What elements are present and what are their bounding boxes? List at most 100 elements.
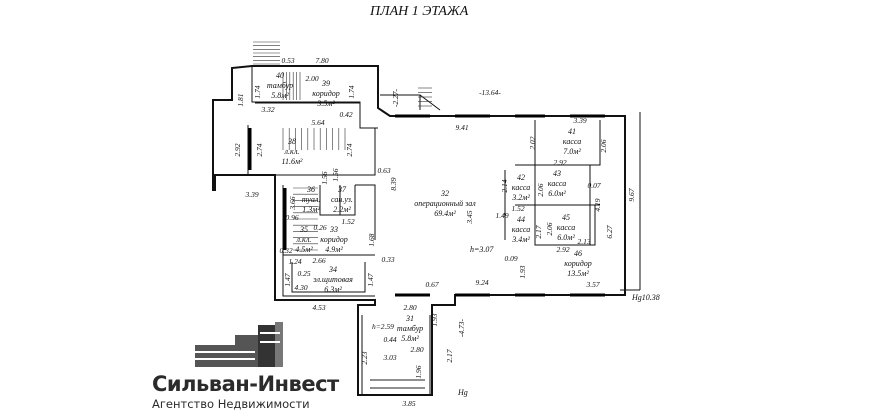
dimension-label: 0.32 [279, 246, 292, 255]
dimension: 7.80 [315, 56, 328, 65]
room-name: эл.щитовая [313, 275, 353, 284]
room-num: 42 [517, 173, 525, 182]
dimension: 4.30 [294, 283, 307, 292]
room-num: 31 [405, 314, 414, 323]
dimension: 1.47 [366, 273, 375, 286]
room-num: 43 [553, 169, 561, 178]
dimension: 2.13 [577, 237, 590, 246]
room-area: 3.4м² [511, 235, 530, 244]
dimension-label: 3.03 [382, 353, 396, 362]
dimension-label: 2.02 [528, 136, 537, 149]
dimension: 3.32 [260, 105, 274, 114]
dimension: 2.92 [553, 158, 566, 167]
dimension: 3.45 [465, 210, 474, 224]
dimension: 3.85 [401, 399, 415, 408]
dimension: -4.73- [457, 318, 466, 337]
dimension-label: 1.93 [518, 265, 527, 278]
dimension: 1.47 [283, 273, 292, 286]
dimension: 0.09 [504, 254, 517, 263]
dimension: 8.39 [389, 177, 398, 190]
dimension: 1.74 [253, 85, 262, 98]
dimension-label: 2.92 [556, 245, 569, 254]
room-name: касса [512, 183, 530, 192]
room-name: касса [512, 225, 530, 234]
dimension: 2.80 [410, 345, 423, 354]
room-num: 32 [440, 189, 449, 198]
dimension-label: 3.39 [572, 116, 586, 125]
dimension: 5.64 [311, 118, 324, 127]
room-name: касса [557, 223, 575, 232]
dimension-label: 0.63 [377, 166, 390, 175]
dimension-label: 2.17 [534, 225, 543, 238]
dimension: 2.06 [536, 183, 545, 196]
dimension: 1.56 [331, 168, 340, 181]
dimension: 2.23 [360, 351, 369, 364]
dimension: 0.44 [383, 335, 396, 344]
notes: h=3.07 h=2.59 Hg10.38 Hg [372, 245, 660, 397]
dimension: 4.19 [593, 198, 602, 211]
room-area: 4.5м² [295, 245, 313, 254]
room-area: 4.9м² [325, 245, 343, 254]
dimension-label: 1.47 [283, 273, 292, 286]
room-labels: 40тамбур5.8м²39коридор3.5м²38л.кл.11.6м²… [267, 71, 592, 343]
room-name: л.кл. [296, 235, 312, 244]
dimension-label: 2.14 [500, 179, 509, 192]
room-num: 46 [574, 249, 582, 258]
walls [212, 65, 641, 396]
dimension: 9.24 [475, 278, 488, 287]
dimension-label: -2.27- [391, 88, 400, 107]
dimension: 6.27 [605, 225, 614, 238]
dimension: 2.74 [345, 143, 354, 156]
dimension: 4.53 [312, 303, 325, 312]
dimension-label: 2.66 [312, 256, 325, 265]
dimension-label: 0.09 [504, 254, 517, 263]
dimension: 3.03 [382, 353, 396, 362]
room-name: тамбур [267, 81, 293, 90]
room-area: 7.0м² [563, 147, 581, 156]
dimension: 2.17 [445, 349, 454, 362]
room-area: 6.0м² [548, 189, 566, 198]
dimension: 0.25 [297, 269, 310, 278]
dimension: 1.52 [511, 204, 524, 213]
dimension-label: 2.06 [536, 183, 545, 196]
dimension-label: 1.93 [430, 313, 439, 326]
dimension-label: 1.74 [253, 85, 262, 98]
dimension: 2.66 [312, 256, 325, 265]
dimension-label: 1.52 [341, 217, 354, 226]
windows [248, 114, 605, 297]
dimension-label: 5.64 [311, 118, 324, 127]
room-area: 5.8м² [271, 91, 289, 100]
dimension: 1.68 [367, 233, 376, 246]
dimension-label: 1.56 [320, 171, 329, 184]
dimension-label: 0.42 [339, 110, 352, 119]
dimension: 0.96 [285, 213, 298, 222]
room-name: операционный зал [414, 199, 476, 208]
dimension-label: 9.67 [627, 188, 636, 201]
dimension-label: 1.68 [367, 233, 376, 246]
dimension-label: 3.57 [585, 280, 599, 289]
dimension-label: -13.64- [479, 88, 501, 97]
dimension-label: 2.74 [345, 143, 354, 156]
level-mark-right: Hg10.38 [631, 293, 660, 302]
dimension: 1.93 [518, 265, 527, 278]
room-name: касса [563, 137, 581, 146]
dimension-label: 0.26 [313, 223, 326, 232]
dimension: 0.67 [425, 280, 438, 289]
dimension-label: 1.47 [366, 273, 375, 286]
dimension: 1.24 [288, 257, 301, 266]
level-mark-bottom-label: Hg [457, 388, 468, 397]
dimension-label: 2.92 [233, 143, 242, 156]
dimension-label: 0.96 [285, 213, 298, 222]
